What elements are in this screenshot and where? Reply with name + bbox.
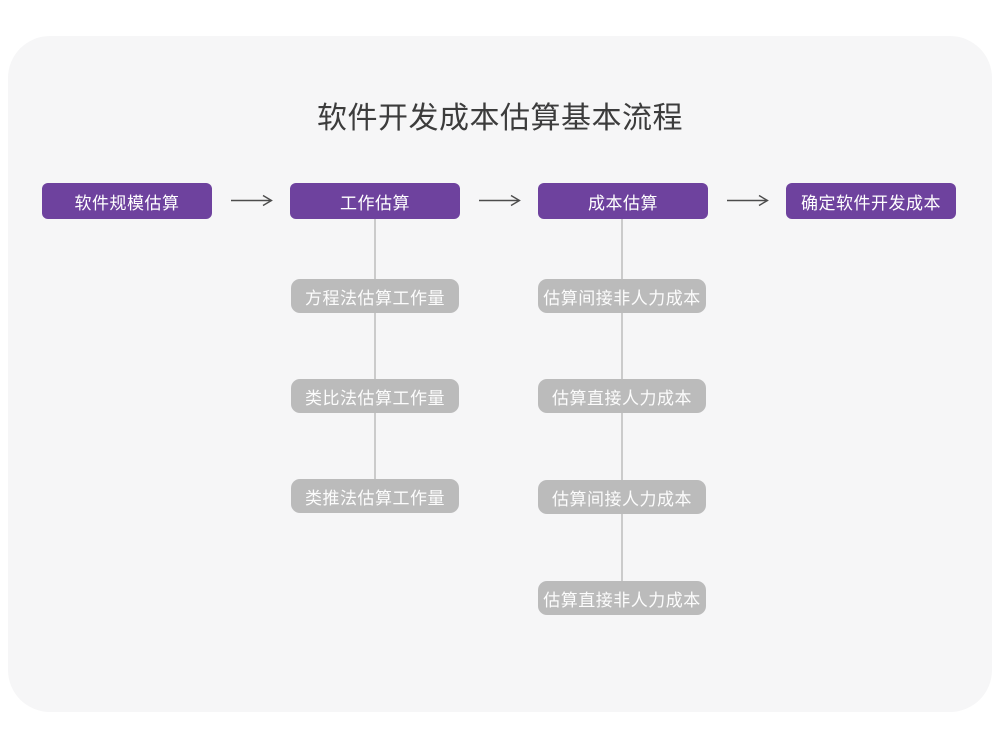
node-determine-development-cost: 确定软件开发成本	[786, 183, 956, 219]
node-software-scale-estimation: 软件规模估算	[42, 183, 212, 219]
node-indirect-labor-cost: 估算间接人力成本	[538, 480, 706, 514]
node-direct-labor-cost: 估算直接人力成本	[538, 379, 706, 413]
node-analogy-method-workload: 类比法估算工作量	[291, 379, 459, 413]
node-extrapolation-method-workload: 类推法估算工作量	[291, 479, 459, 513]
node-equation-method-workload: 方程法估算工作量	[291, 279, 459, 313]
node-cost-estimation: 成本估算	[538, 183, 708, 219]
connector-work-column	[374, 219, 376, 497]
node-direct-non-labor-cost: 估算直接非人力成本	[538, 581, 706, 615]
arrow-right-icon	[727, 194, 769, 207]
diagram-title: 软件开发成本估算基本流程	[317, 102, 683, 135]
node-work-estimation: 工作估算	[290, 183, 460, 219]
node-indirect-non-labor-cost: 估算间接非人力成本	[538, 279, 706, 313]
diagram-card	[8, 36, 992, 712]
arrow-right-icon	[479, 194, 521, 207]
arrow-right-icon	[231, 194, 273, 207]
